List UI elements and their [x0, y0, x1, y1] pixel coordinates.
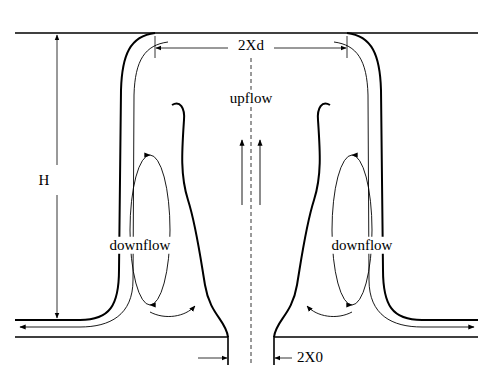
bottom-wall — [274, 337, 478, 365]
upflow-arrow — [242, 140, 243, 205]
dimension-line — [156, 48, 228, 49]
flow-label: upflow — [228, 90, 275, 107]
recirculation — [332, 155, 352, 305]
flow-label: downflow — [108, 237, 173, 254]
dimension-line — [274, 48, 346, 49]
dimension-line — [57, 195, 58, 318]
dimension-line — [57, 35, 58, 165]
bottom-wall — [15, 337, 228, 365]
dimension-line — [198, 358, 227, 359]
entrainment-arrow — [150, 306, 195, 317]
inner-boundary — [274, 103, 330, 337]
top-wall — [15, 32, 478, 34]
recirculation — [150, 155, 170, 305]
flow-label: downflow — [330, 237, 395, 254]
upflow-arrow — [260, 140, 261, 205]
recirculation — [352, 155, 372, 305]
streamline — [20, 42, 168, 327]
dimension-tick — [155, 36, 347, 58]
dimension-line — [275, 358, 292, 359]
dimension-label: 2X0 — [295, 349, 325, 365]
inner-boundary — [172, 103, 228, 337]
dimension-label: 2Xd — [236, 37, 266, 54]
entrainment-arrow — [307, 306, 352, 317]
recirculation — [130, 155, 150, 305]
dimension-label: H — [37, 172, 52, 189]
streamline — [334, 42, 474, 327]
